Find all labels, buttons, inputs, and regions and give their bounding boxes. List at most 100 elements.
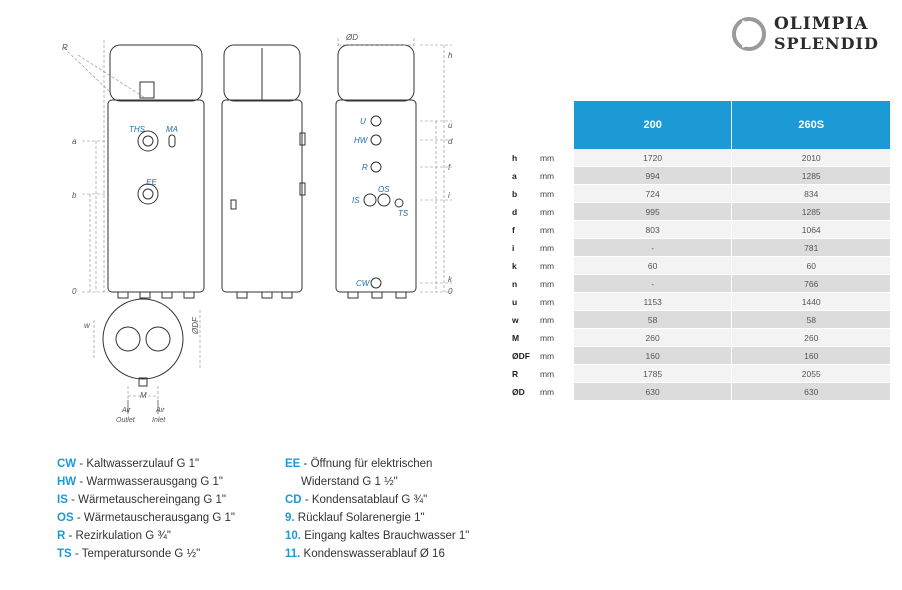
row-value-200: 724 [573, 184, 733, 203]
row-unit: mm [539, 346, 574, 365]
row-value-200: 260 [573, 328, 733, 347]
legend-item: 9. Rücklauf Solarenergie 1" [285, 509, 469, 527]
legend-left: CW - Kaltwasserzulauf G 1"HW - Warmwasse… [57, 455, 235, 563]
label-R-right: R [362, 163, 368, 172]
column-header-260s: 260S [731, 101, 890, 149]
row-symbol: d [508, 202, 540, 221]
r-port [370, 161, 382, 173]
legend-text: - Warmwasserausgang G 1" [76, 476, 223, 488]
view1-display [139, 81, 155, 99]
row-unit: mm [539, 382, 574, 401]
row-value-260s: 834 [731, 184, 890, 203]
row-unit: mm [539, 220, 574, 239]
legend-code: OS [57, 512, 74, 524]
row-symbol: i [508, 238, 540, 257]
row-value-260s: 1285 [731, 202, 890, 221]
legend-code: CW [57, 458, 77, 470]
label-a: a [72, 137, 77, 146]
label-zero-right: 0 [448, 287, 453, 296]
legend-code: EE [285, 458, 301, 470]
row-unit: mm [539, 202, 574, 221]
view1-top-cover [109, 44, 203, 102]
label-ODF: ØDF [191, 316, 200, 335]
row-value-200: 60 [573, 256, 733, 275]
row-value-260s: 1440 [731, 292, 890, 311]
row-value-200: 994 [573, 166, 733, 185]
ma-port [168, 134, 176, 148]
view2-body [221, 99, 303, 293]
legend-text: - Temperatursonde G ½" [71, 548, 201, 560]
legend-code: CD [285, 494, 302, 506]
legend-code: TS [57, 548, 72, 560]
label-HW: HW [354, 136, 369, 145]
label-i: i [448, 191, 450, 200]
label-air-outlet-2: Outlet [116, 417, 136, 424]
technical-drawing: R a b 0 ØD h u d f i k 0 w ØDF M Air Out… [62, 33, 453, 424]
brand-line1: OLIMPIA [774, 14, 869, 34]
olimpia-swirl-logo-icon [732, 17, 766, 51]
row-unit: mm [539, 328, 574, 347]
row-unit: mm [539, 238, 574, 257]
legend-item: HW - Warmwasserausgang G 1" [57, 473, 235, 491]
view3-top-cover [337, 44, 415, 102]
row-symbol: u [508, 292, 540, 311]
row-unit: mm [539, 256, 574, 275]
row-value-260s: 260 [731, 328, 890, 347]
row-value-260s: 630 [731, 382, 890, 401]
row-value-260s: 58 [731, 310, 890, 329]
row-symbol: f [508, 220, 540, 239]
label-w: w [84, 321, 91, 330]
legend-text: Widerstand G 1 ½" [301, 476, 398, 488]
row-value-200: 630 [573, 382, 733, 401]
legend-code: 9. [285, 512, 295, 524]
legend-item: TS - Temperatursonde G ½" [57, 545, 235, 563]
label-f: f [448, 163, 451, 172]
view2-top-cover [223, 44, 301, 102]
label-air-inlet-2: Inlet [152, 417, 166, 424]
label-R: R [62, 43, 68, 52]
legend-text: Rücklauf Solarenergie 1" [294, 512, 425, 524]
view3-body [335, 99, 417, 293]
row-value-200: 1153 [573, 292, 733, 311]
legend-text: - Kondensatablauf G ¾" [301, 494, 428, 506]
label-MA: MA [166, 125, 178, 134]
row-value-200: 995 [573, 202, 733, 221]
legend-code: 11. [285, 548, 301, 560]
label-b: b [72, 191, 77, 200]
row-unit: mm [539, 149, 574, 167]
row-value-260s: 1285 [731, 166, 890, 185]
label-IS: IS [352, 196, 360, 205]
hw-port [370, 134, 382, 146]
ee-port [137, 183, 159, 205]
label-air-inlet-1: Air [155, 407, 165, 414]
column-header-200: 200 [573, 101, 733, 149]
row-unit: mm [539, 166, 574, 185]
legend-text: Eingang kaltes Brauchwasser 1" [301, 530, 470, 542]
row-symbol: n [508, 274, 540, 293]
legend-item: 10. Eingang kaltes Brauchwasser 1" [285, 527, 469, 545]
label-U: U [360, 117, 366, 126]
label-u: u [448, 121, 453, 130]
row-value-260s: 2010 [731, 149, 890, 167]
row-symbol: ØDF [508, 346, 540, 365]
label-CW: CW [356, 279, 371, 288]
row-unit: mm [539, 274, 574, 293]
top-view-circle [102, 298, 184, 380]
row-value-260s: 781 [731, 238, 890, 257]
row-value-260s: 160 [731, 346, 890, 365]
row-value-260s: 1064 [731, 220, 890, 239]
label-OD: ØD [345, 33, 358, 42]
row-value-200: - [573, 274, 733, 293]
label-M: M [140, 391, 147, 400]
row-value-260s: 2055 [731, 364, 890, 383]
row-unit: mm [539, 310, 574, 329]
